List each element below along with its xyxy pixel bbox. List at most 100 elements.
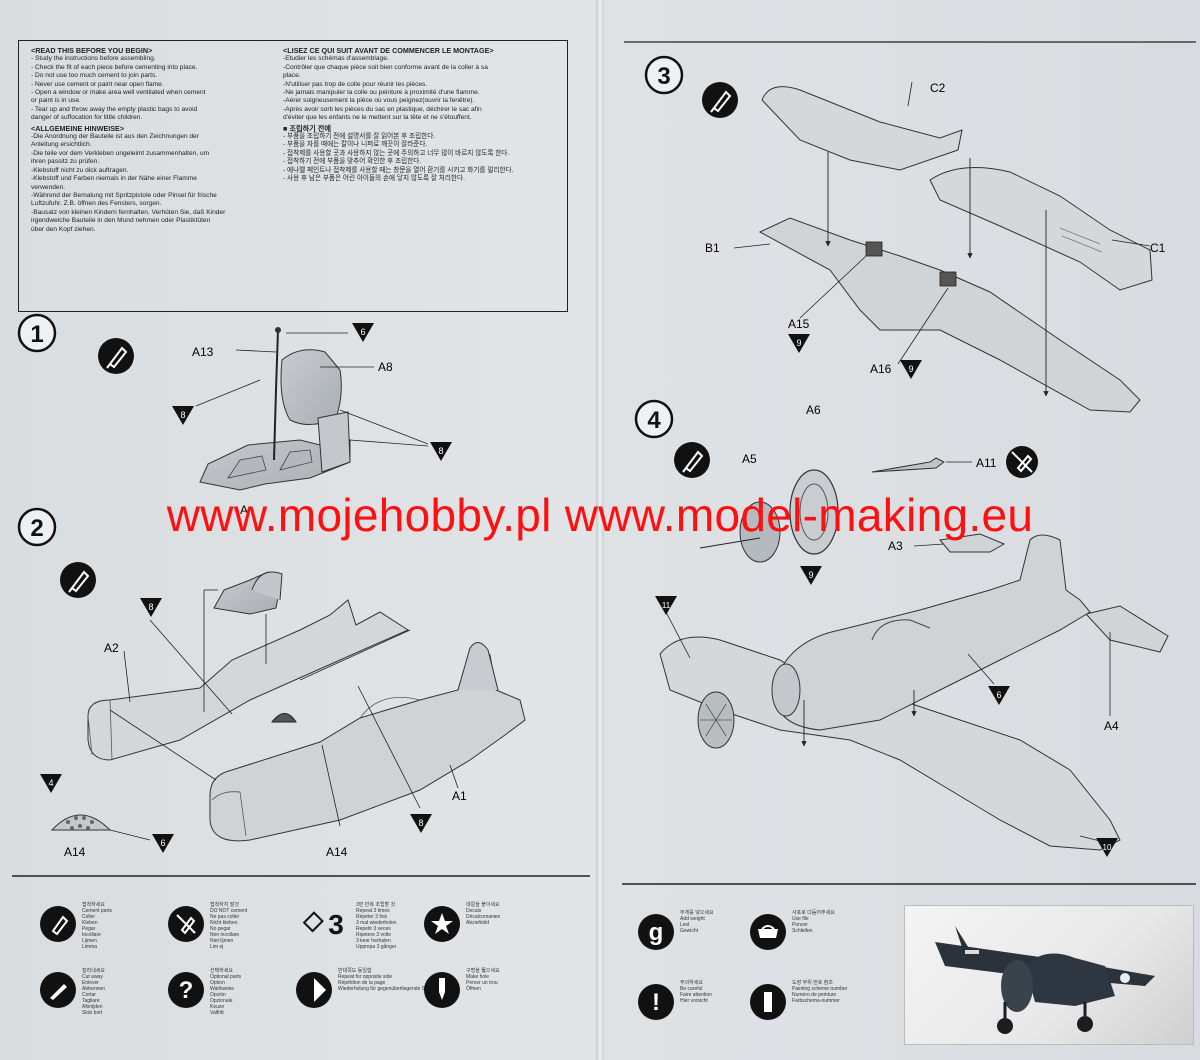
step-number: 3 <box>657 63 670 90</box>
step-number-badge <box>17 507 57 547</box>
svg-text:6: 6 <box>160 838 165 848</box>
part-label-a13: A13 <box>192 345 214 359</box>
notice-line: Anleitung ersichtlich. <box>31 141 92 149</box>
step-2: 2 <box>17 507 526 859</box>
notice-line: - Tear up and throw away the empty plast… <box>31 105 198 113</box>
notice-line: - 접착제를 사용할 곳과 사용하지 않는 곳에 주의하고 너무 많이 바르지 … <box>283 149 510 157</box>
option-question-icon: ? <box>166 970 206 1015</box>
part-a16 <box>939 271 957 287</box>
notice-line: irgendwelche Bauteile in den Mund nehmen… <box>31 217 211 225</box>
no-cement-icon <box>1006 446 1038 478</box>
repeat-icon: 3 <box>294 904 354 949</box>
part-label-a14: A14 <box>326 845 348 859</box>
page-gutter <box>596 0 604 1060</box>
notice-line: verwenden. <box>31 183 66 191</box>
notice-line: - 부품을 자를 때에는 칼이나 니퍼로 깨끗이 잘라준다. <box>283 141 428 149</box>
safety-notice-box: <READ THIS BEFORE YOU BEGIN>- Study the … <box>18 40 568 312</box>
notice-line: - Never use cement or paint near open fl… <box>31 80 164 88</box>
part-label-a11: A11 <box>976 456 997 470</box>
paint-code-8: 8 <box>430 442 452 461</box>
notice-line: d'éviter que les enfants ne le mettent s… <box>283 114 472 122</box>
notice-line: -Die teile vor dem Verkleben ungeleimt z… <box>31 149 210 157</box>
notice-line: -Contrôler que chaque pièce soit bien co… <box>283 63 488 71</box>
step-number: 2 <box>30 515 43 542</box>
svg-text:11: 11 <box>662 601 671 610</box>
notice-line: - Open a window or make area well ventil… <box>31 89 206 97</box>
weight-g-icon: g <box>636 912 676 957</box>
step-1: 1 A13 A8 A 6 8 <box>17 313 452 517</box>
caution-icon: ! <box>636 982 676 1027</box>
notice-line: -Bausatz von kleinen Kindern fernhalten.… <box>31 208 226 216</box>
paint-code-10: 10 <box>1096 838 1118 857</box>
part-label-a4: A4 <box>1104 719 1119 733</box>
notice-line: - Check the fit of each piece before cem… <box>31 63 198 71</box>
step-3: 3 C2 C1 B1 <box>644 55 1166 413</box>
svg-text:?: ? <box>179 977 194 1004</box>
svg-text:8: 8 <box>148 602 153 612</box>
notice-line: über den Kopf ziehen. <box>31 225 96 233</box>
paint-code-11: 11 <box>655 596 677 615</box>
repeat-opposite-icon <box>294 970 334 1015</box>
step-number-badge <box>634 399 674 439</box>
paint-code-9: 9 <box>800 566 822 585</box>
notice-column-english-german: <READ THIS BEFORE YOU BEGIN>- Study the … <box>31 45 281 234</box>
notice-line: -N'utiliser pas trop de colle pour réuni… <box>283 80 428 88</box>
part-label-a1: A1 <box>452 789 467 803</box>
notice-line: -Aérer soigneusement la pièce où vous pe… <box>283 97 475 105</box>
cut-knife-icon <box>38 970 78 1015</box>
part-label-a15: A15 <box>788 317 810 331</box>
part-label-a3: A3 <box>888 539 903 553</box>
svg-text:g: g <box>649 919 664 946</box>
notice-line: -Während der Bemalung mit Spritzpistole … <box>31 191 217 199</box>
cement-icon <box>98 338 134 374</box>
notice-line: or paint is in use. <box>31 97 81 105</box>
left-page <box>0 0 598 1060</box>
paint-code-4: 4 <box>40 774 62 793</box>
part-label-a14: A14 <box>64 845 86 859</box>
finished-model-photo <box>904 905 1194 1045</box>
step-number: 4 <box>647 407 661 434</box>
notice-line: -Après avoir sorti les pièces du sac en … <box>283 105 482 113</box>
notice-line: -Ne jamais manipuler la colle ou peintur… <box>283 89 480 97</box>
svg-text:8: 8 <box>418 818 423 828</box>
svg-text:3: 3 <box>328 909 344 940</box>
paint-code-9: 9 <box>900 360 922 379</box>
paint-code-8: 8 <box>410 814 432 833</box>
svg-text:9: 9 <box>796 338 801 348</box>
notice-line: ihren passitz zu prüfen. <box>31 158 100 166</box>
svg-text:6: 6 <box>360 327 365 337</box>
notice-heading: ■ 조립하기 전에 <box>283 123 332 133</box>
cement-icon <box>674 442 710 478</box>
svg-text:!: ! <box>652 989 660 1016</box>
part-label-b1: B1 <box>705 241 720 255</box>
notice-line: -Klebstoff nicht zu dick auftragen. <box>31 166 129 174</box>
notice-line: - 접착하기 전에 부품을 맞추어 확인한 후 조립한다. <box>283 158 422 166</box>
step-number: 1 <box>30 321 43 348</box>
sand-file-icon <box>748 912 788 957</box>
part-label-a8: A8 <box>378 360 393 374</box>
part-label-a: A <box>240 503 248 517</box>
notice-line: Luftzufuhr. Z.B. öffnen des Fensters, so… <box>31 200 162 208</box>
notice-heading: <ALLGEMEINE HINWEISE> <box>31 123 125 133</box>
watermark-text: www.mojehobby.pl www.model-making.eu <box>166 489 1034 541</box>
part-label-a2: A2 <box>104 641 119 655</box>
svg-text:8: 8 <box>438 446 443 456</box>
step-4: 4 <box>634 399 1169 857</box>
notice-heading: <READ THIS BEFORE YOU BEGIN> <box>31 46 153 55</box>
no-cement-icon <box>166 904 206 949</box>
paint-code-6: 6 <box>988 686 1010 705</box>
paint-code-8: 8 <box>140 598 162 617</box>
part-label-a6: A6 <box>806 403 821 417</box>
paint-code-6: 6 <box>352 323 374 342</box>
notice-line: -Klebstoff und Farben niemals in der Näh… <box>31 175 197 183</box>
